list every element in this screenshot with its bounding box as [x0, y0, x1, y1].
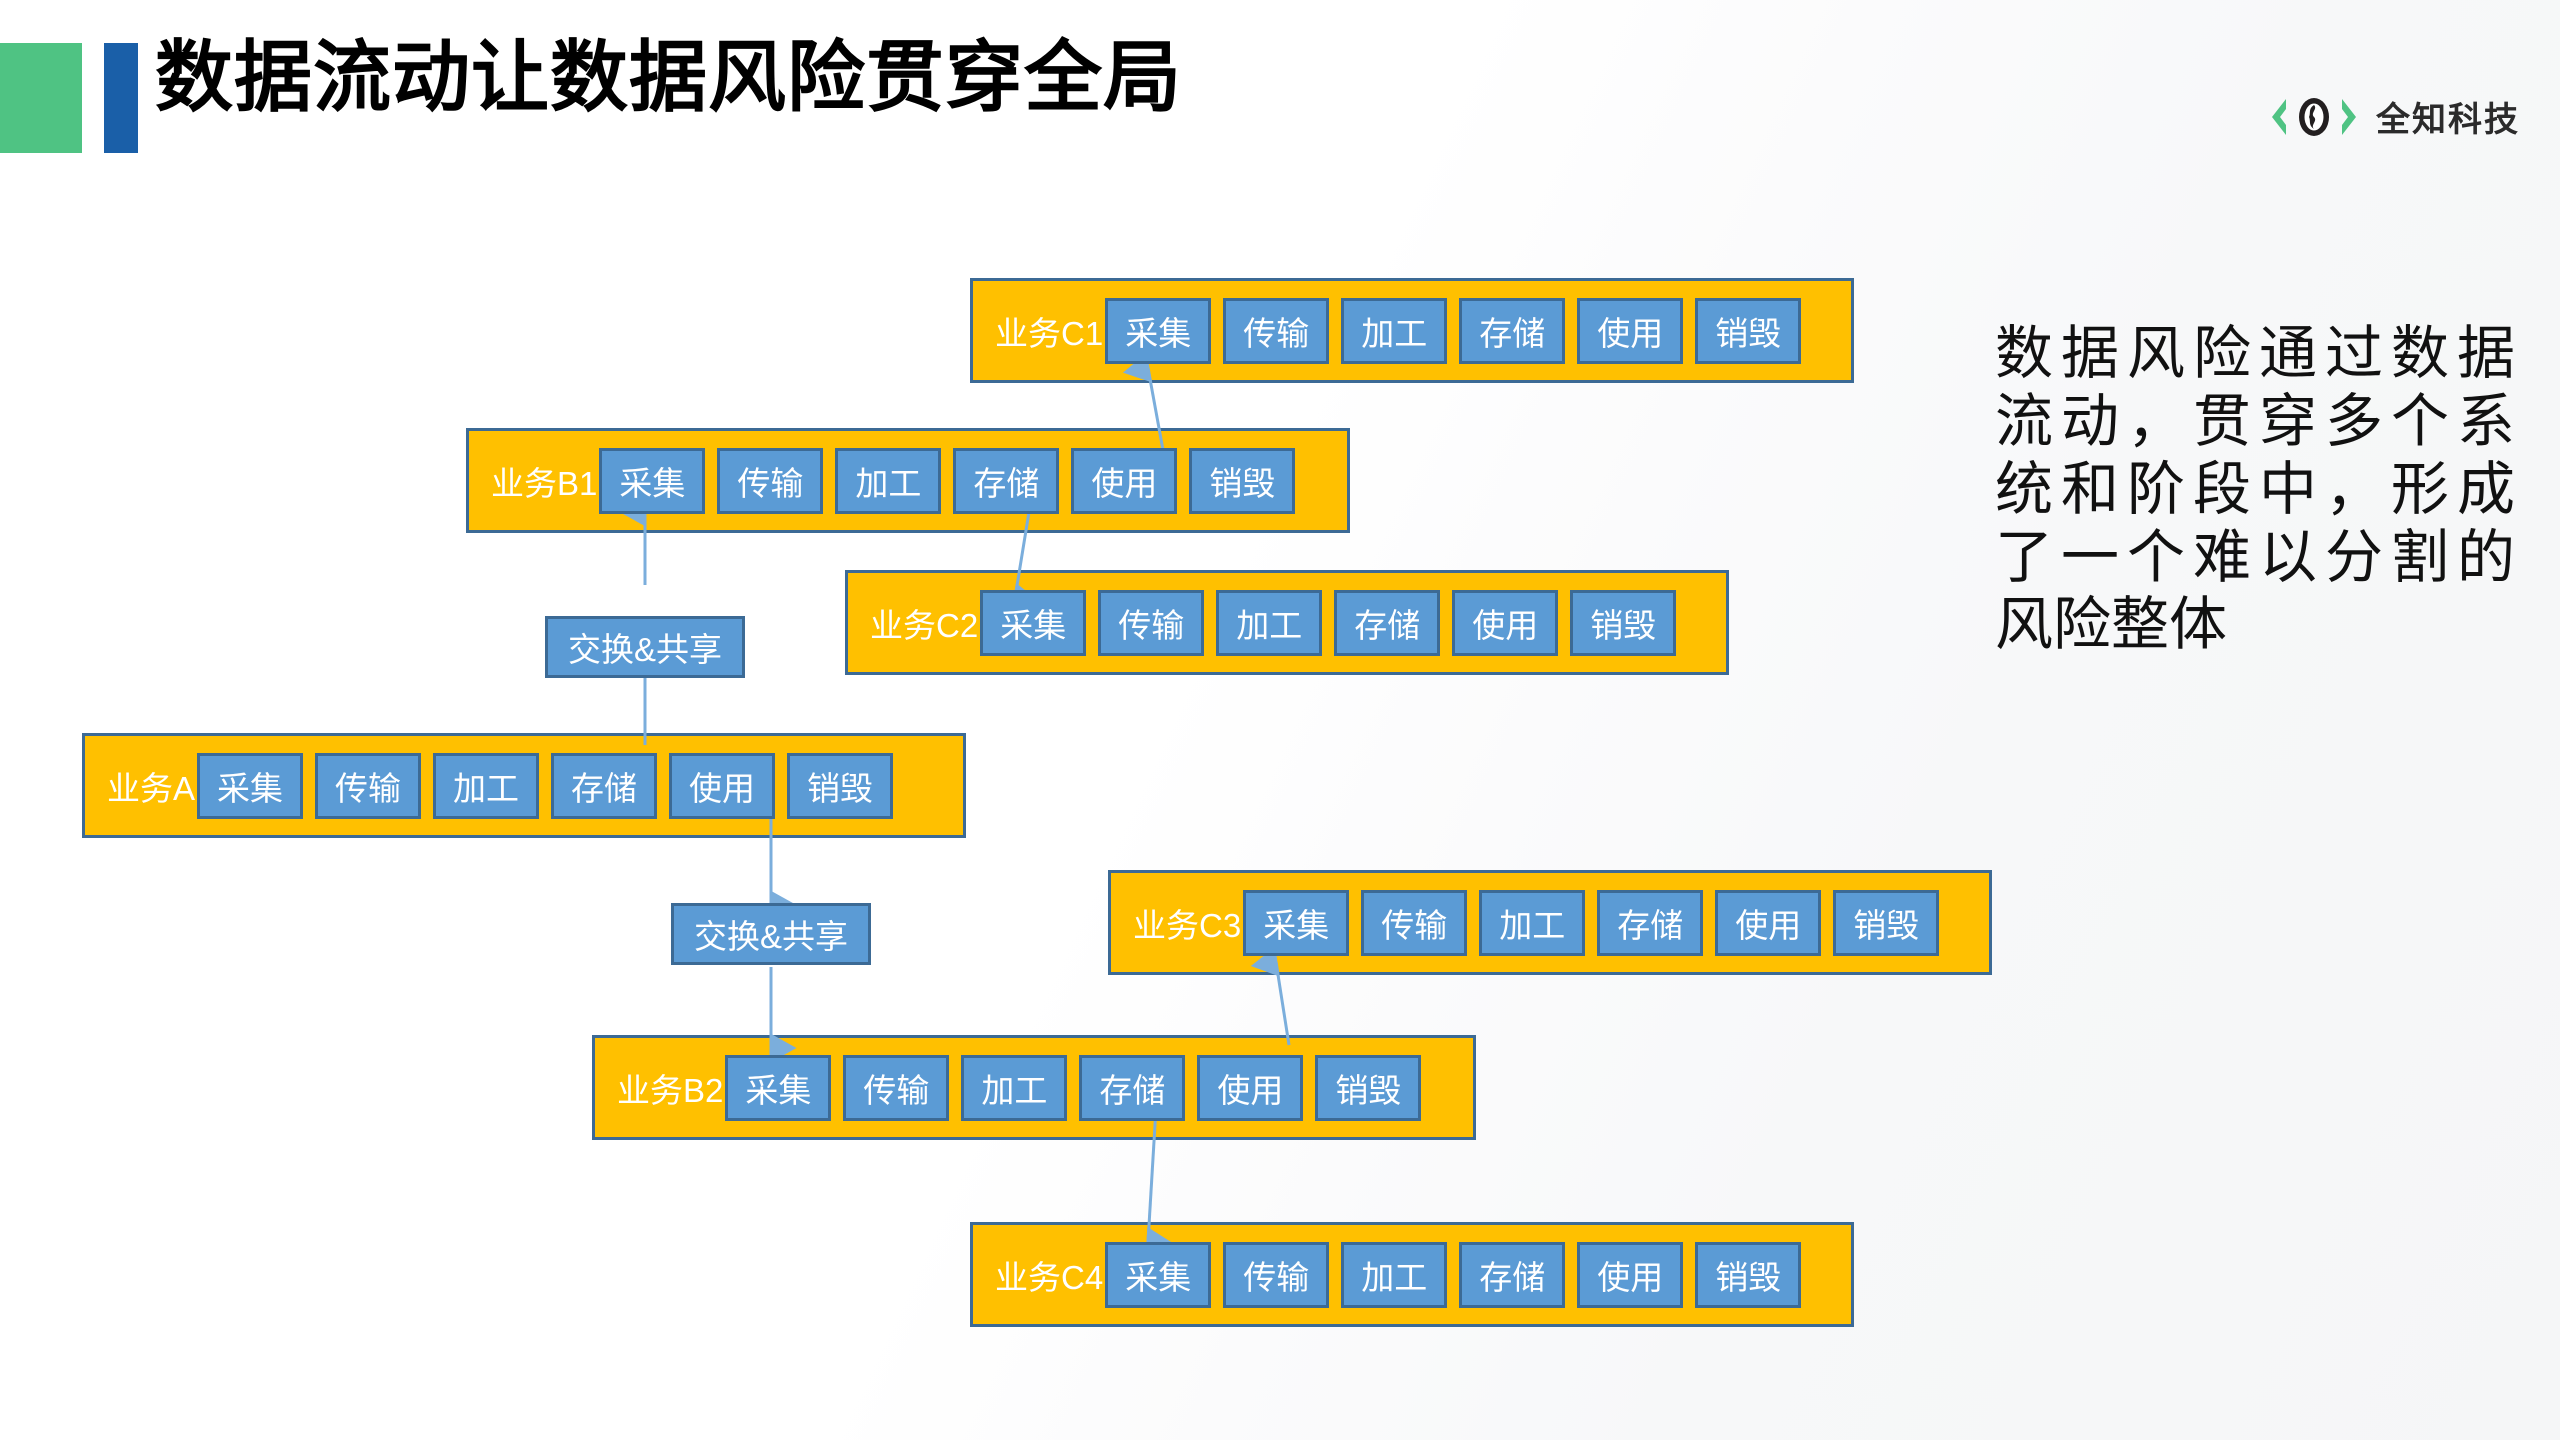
- stage-store[interactable]: 存储: [551, 752, 658, 819]
- business-row-label: 业务C3: [1133, 906, 1242, 944]
- stage-process[interactable]: 加工: [1341, 297, 1448, 364]
- stage-use[interactable]: 使用: [1197, 1054, 1304, 1121]
- stage-collect[interactable]: 采集: [599, 447, 706, 514]
- stage-collect[interactable]: 采集: [1105, 1241, 1212, 1308]
- stage-destroy[interactable]: 销毁: [1189, 447, 1296, 514]
- stage-collect[interactable]: 采集: [197, 752, 304, 819]
- right-side-note: 数据风险通过数据流动，贯穿多个系统和阶段中，形成了一个难以分割的风险整体: [1995, 321, 2515, 658]
- stage-use[interactable]: 使用: [1577, 1241, 1684, 1308]
- business-row-label: 业务C2: [870, 606, 979, 644]
- stage-use[interactable]: 使用: [1577, 297, 1684, 364]
- stage-transmit[interactable]: 传输: [717, 447, 824, 514]
- stage-list: 采集 传输 加工 存储 使用 销毁: [1105, 1241, 1802, 1308]
- stage-destroy[interactable]: 销毁: [787, 752, 894, 819]
- stage-process[interactable]: 加工: [961, 1054, 1068, 1121]
- stage-transmit[interactable]: 传输: [1223, 1241, 1330, 1308]
- business-row-a[interactable]: 业务A 采集 传输 加工 存储 使用 销毁: [82, 733, 966, 838]
- stage-store[interactable]: 存储: [953, 447, 1060, 514]
- stage-store[interactable]: 存储: [1597, 889, 1704, 956]
- business-row-label: 业务B2: [617, 1071, 724, 1109]
- stage-destroy[interactable]: 销毁: [1570, 589, 1677, 656]
- business-row-b2[interactable]: 业务B2 采集 传输 加工 存储 使用 销毁: [592, 1035, 1476, 1140]
- stage-transmit[interactable]: 传输: [1361, 889, 1468, 956]
- business-row-label: 业务A: [107, 769, 196, 807]
- stage-list: 采集 传输 加工 存储 使用 销毁: [1243, 889, 1940, 956]
- stage-collect[interactable]: 采集: [1105, 297, 1212, 364]
- stage-destroy[interactable]: 销毁: [1833, 889, 1940, 956]
- brand-logo-text: 全知科技: [2376, 101, 2520, 139]
- business-row-c1[interactable]: 业务C1 采集 传输 加工 存储 使用 销毁: [970, 278, 1854, 383]
- exchange-share-box-2[interactable]: 交换&共享: [671, 903, 871, 965]
- brand-logo: 全知科技: [2266, 92, 2520, 141]
- stage-use[interactable]: 使用: [1071, 447, 1178, 514]
- stage-list: 采集 传输 加工 存储 使用 销毁: [725, 1054, 1422, 1121]
- stage-destroy[interactable]: 销毁: [1695, 1241, 1802, 1308]
- stage-list: 采集 传输 加工 存储 使用 销毁: [599, 447, 1296, 514]
- business-row-label: 业务C1: [995, 314, 1104, 352]
- business-row-c2[interactable]: 业务C2 采集 传输 加工 存储 使用 销毁: [845, 570, 1729, 675]
- stage-destroy[interactable]: 销毁: [1315, 1054, 1422, 1121]
- stage-process[interactable]: 加工: [1479, 889, 1586, 956]
- stage-store[interactable]: 存储: [1459, 1241, 1566, 1308]
- stage-store[interactable]: 存储: [1334, 589, 1441, 656]
- header-accent-bar-green: [0, 43, 82, 153]
- stage-list: 采集 传输 加工 存储 使用 销毁: [980, 589, 1677, 656]
- stage-process[interactable]: 加工: [433, 752, 540, 819]
- stage-store[interactable]: 存储: [1079, 1054, 1186, 1121]
- stage-transmit[interactable]: 传输: [843, 1054, 950, 1121]
- stage-transmit[interactable]: 传输: [1098, 589, 1205, 656]
- stage-list: 采集 传输 加工 存储 使用 销毁: [1105, 297, 1802, 364]
- exchange-share-box-1[interactable]: 交换&共享: [545, 616, 745, 678]
- business-row-label: 业务B1: [491, 464, 598, 502]
- business-row-b1[interactable]: 业务B1 采集 传输 加工 存储 使用 销毁: [466, 428, 1350, 533]
- stage-collect[interactable]: 采集: [725, 1054, 832, 1121]
- stage-collect[interactable]: 采集: [1243, 889, 1350, 956]
- stage-use[interactable]: 使用: [1715, 889, 1822, 956]
- stage-destroy[interactable]: 销毁: [1695, 297, 1802, 364]
- stage-process[interactable]: 加工: [835, 447, 942, 514]
- stage-store[interactable]: 存储: [1459, 297, 1566, 364]
- stage-transmit[interactable]: 传输: [1223, 297, 1330, 364]
- page-title: 数据流动让数据风险贯穿全局: [155, 33, 1183, 121]
- header-accent-bar-blue: [104, 43, 138, 153]
- stage-collect[interactable]: 采集: [980, 589, 1087, 656]
- stage-transmit[interactable]: 传输: [315, 752, 422, 819]
- stage-process[interactable]: 加工: [1341, 1241, 1448, 1308]
- stage-use[interactable]: 使用: [1452, 589, 1559, 656]
- business-row-c4[interactable]: 业务C4 采集 传输 加工 存储 使用 销毁: [970, 1222, 1854, 1327]
- stage-list: 采集 传输 加工 存储 使用 销毁: [197, 752, 894, 819]
- business-row-label: 业务C4: [995, 1258, 1104, 1296]
- bracket-eye-logo-icon: [2272, 97, 2356, 136]
- stage-use[interactable]: 使用: [669, 752, 776, 819]
- stage-process[interactable]: 加工: [1216, 589, 1323, 656]
- business-row-c3[interactable]: 业务C3 采集 传输 加工 存储 使用 销毁: [1108, 870, 1992, 975]
